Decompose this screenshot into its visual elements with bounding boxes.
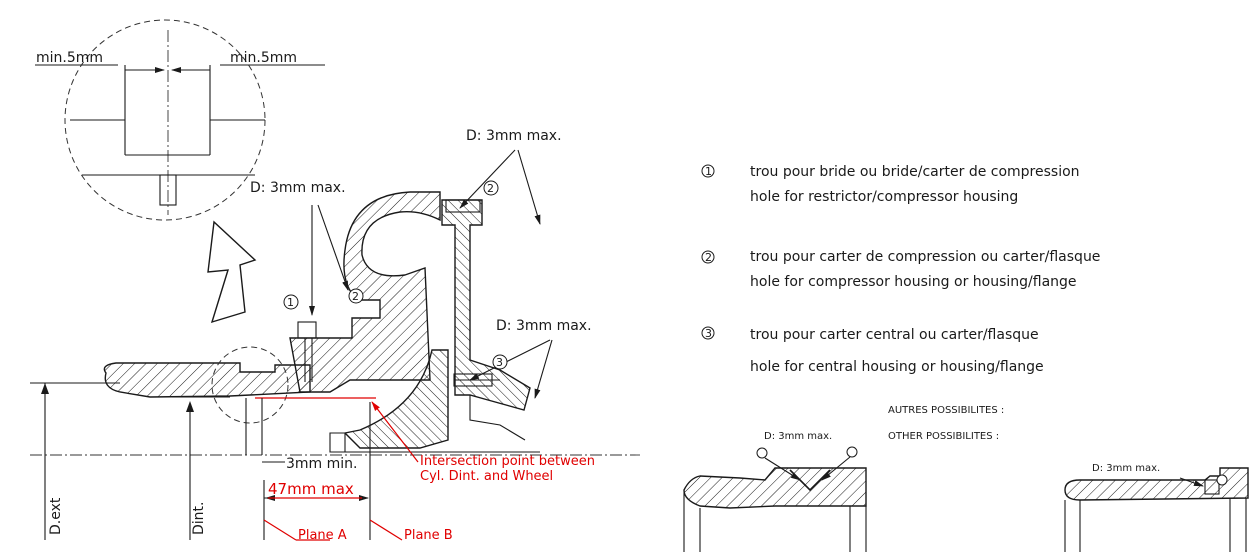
legend-1-number: 1 bbox=[705, 165, 712, 178]
callout-1: 1 bbox=[287, 296, 294, 309]
intersection-label-1: Intersection point between bbox=[420, 454, 595, 469]
variant-right bbox=[1064, 467, 1249, 501]
plane-a-label: Plane A bbox=[298, 528, 347, 543]
min3-label: 3mm min. bbox=[286, 456, 357, 472]
other-d-right: D: 3mm max. bbox=[1092, 463, 1160, 474]
min-left-label: min.5mm bbox=[36, 50, 103, 66]
compressor-wheel bbox=[343, 349, 449, 449]
inlet-pipe bbox=[103, 362, 311, 398]
legend-3-en: hole for central housing or housing/flan… bbox=[750, 359, 1044, 375]
dext-label: D.ext bbox=[48, 497, 64, 535]
legend-1-en: hole for restrictor/compressor housing bbox=[750, 189, 1018, 205]
legend-3-fr: trou pour carter central ou carter/flasq… bbox=[750, 327, 1039, 343]
min-right-label: min.5mm bbox=[230, 50, 297, 66]
hole-legend: 1 trou pour bride ou bride/carter de com… bbox=[701, 164, 1100, 375]
turbo-section: Intersection point between Cyl. Dint. an… bbox=[30, 128, 640, 543]
d-max-label-3: D: 3mm max. bbox=[496, 318, 592, 334]
callout-3: 3 bbox=[496, 356, 503, 369]
variant-left bbox=[683, 467, 867, 509]
detail-marker-circle bbox=[211, 346, 289, 424]
legend-2-en: hole for compressor housing or housing/f… bbox=[750, 274, 1077, 290]
callout-2: 2 bbox=[352, 290, 359, 303]
intersection-label-2: Cyl. Dint. and Wheel bbox=[420, 469, 553, 484]
d-max-label-1: D: 3mm max. bbox=[250, 180, 346, 196]
legend-1-fr: trou pour bride ou bride/carter de compr… bbox=[750, 164, 1080, 180]
other-d-left: D: 3mm max. bbox=[764, 431, 832, 442]
legend-2-number: 2 bbox=[705, 251, 712, 264]
detail-view: min.5mm min.5mm bbox=[35, 19, 325, 221]
detail-hole bbox=[159, 174, 177, 206]
plane-b-label: Plane B bbox=[404, 528, 453, 543]
max47-label: 47mm max bbox=[268, 480, 354, 498]
zoom-arrow-icon bbox=[207, 220, 257, 324]
other-possibilities: AUTRES POSSIBILITES : OTHER POSSIBILITES… bbox=[683, 405, 1249, 552]
compressor-housing bbox=[289, 191, 441, 393]
callout-2b: 2 bbox=[487, 182, 494, 195]
d-max-label-2: D: 3mm max. bbox=[466, 128, 562, 144]
housing-flange bbox=[441, 199, 531, 411]
other-title-en: OTHER POSSIBILITES : bbox=[888, 431, 999, 442]
other-title-fr: AUTRES POSSIBILITES : bbox=[888, 405, 1004, 416]
legend-2-fr: trou pour carter de compression ou carte… bbox=[750, 249, 1100, 265]
dint-label: Dint. bbox=[191, 502, 207, 535]
legend-3-number: 3 bbox=[705, 327, 712, 340]
